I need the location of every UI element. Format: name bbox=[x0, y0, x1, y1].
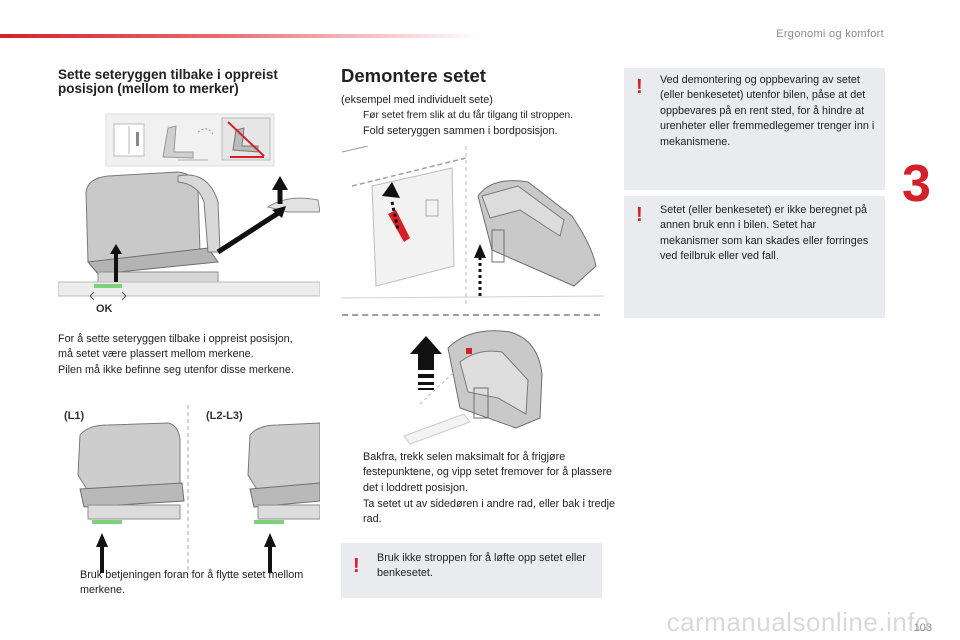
warning-note-strap: ! Bruk ikke stroppen for å løfte opp set… bbox=[341, 543, 602, 598]
direction-arrow-icon bbox=[216, 209, 282, 255]
section-divider bbox=[342, 314, 600, 316]
warning-text: Bruk ikke stroppen for å løfte opp setet… bbox=[377, 552, 586, 580]
warning-text: Ved demontering og oppbevaring av setet … bbox=[660, 74, 875, 148]
seat-fold-crossed-icon bbox=[221, 117, 271, 161]
header-accent-bar bbox=[0, 34, 480, 38]
warning-icon: ! bbox=[636, 76, 643, 98]
bullet-text: Ta setet ut av sidedøren i andre rad, el… bbox=[363, 498, 616, 526]
left-paragraph: For å sette seteryggen tilbake i oppreis… bbox=[58, 332, 328, 378]
seat-icon bbox=[162, 125, 215, 161]
left-heading: Sette seteryggen tilbake i oppreist posi… bbox=[58, 67, 278, 96]
intro-text: (eksempel med individuelt sete) bbox=[341, 94, 493, 106]
warning-icon: ! bbox=[636, 204, 643, 226]
position-mark bbox=[92, 520, 122, 524]
warning-icon: ! bbox=[353, 555, 360, 577]
bullet-text: Før setet frem slik at du får tilgang ti… bbox=[363, 110, 574, 121]
l23-label: (L2-L3) bbox=[206, 410, 243, 422]
step-bullet: Bakfra, trekk selen maksimalt for å frig… bbox=[341, 450, 625, 496]
warning-note-usage: ! Setet (eller benkesetet) er ikke bereg… bbox=[624, 196, 885, 318]
chapter-number: 3 bbox=[902, 155, 931, 213]
step-bullet: Før setet frem slik at du får tilgang ti… bbox=[341, 108, 628, 123]
position-mark bbox=[254, 520, 284, 524]
section-title: Ergonomi og komfort bbox=[776, 28, 884, 40]
bullet-text: Bruk betjeningen foran for å flytte sete… bbox=[80, 569, 304, 597]
page-title: Demontere setet bbox=[341, 65, 486, 86]
step-bullet: Fold seteryggen sammen i bordposisjon. bbox=[341, 124, 623, 139]
book-info-icon bbox=[113, 123, 145, 157]
seat-mark-comparison-illustration: (L1) (L2-L3) bbox=[64, 405, 320, 575]
bullet-text: Bakfra, trekk selen maksimalt for å frig… bbox=[363, 451, 613, 494]
strap-handle bbox=[388, 210, 410, 242]
lift-arrow-icon bbox=[410, 336, 442, 370]
watermark: carmanualsonline.info bbox=[666, 607, 930, 637]
l1-label: (L1) bbox=[64, 410, 85, 422]
page-number: 103 bbox=[913, 622, 932, 634]
seat-upright-illustration: OK bbox=[58, 113, 320, 315]
left-bullet: Bruk betjeningen foran for å flytte sete… bbox=[58, 568, 332, 599]
seat-tilt-illustration bbox=[403, 330, 543, 445]
para-line: Pilen må ikke befinne seg utenfor disse … bbox=[58, 363, 294, 376]
strap-point bbox=[466, 348, 472, 354]
warning-text: Setet (eller benkesetet) er ikke beregne… bbox=[660, 204, 869, 263]
warning-note-storage: ! Ved demontering og oppbevaring av sete… bbox=[624, 68, 885, 190]
para-line: For å sette seteryggen tilbake i oppreis… bbox=[58, 333, 293, 345]
bullet-text: Fold seteryggen sammen i bordposisjon. bbox=[363, 125, 558, 137]
position-mark-left bbox=[94, 284, 122, 288]
para-line: må setet være plassert mellom merkene. bbox=[58, 348, 254, 361]
step-bullet: Ta setet ut av sidedøren i andre rad, el… bbox=[341, 497, 625, 528]
ok-label: OK bbox=[96, 303, 113, 315]
seat-strap-illustration bbox=[342, 146, 604, 306]
